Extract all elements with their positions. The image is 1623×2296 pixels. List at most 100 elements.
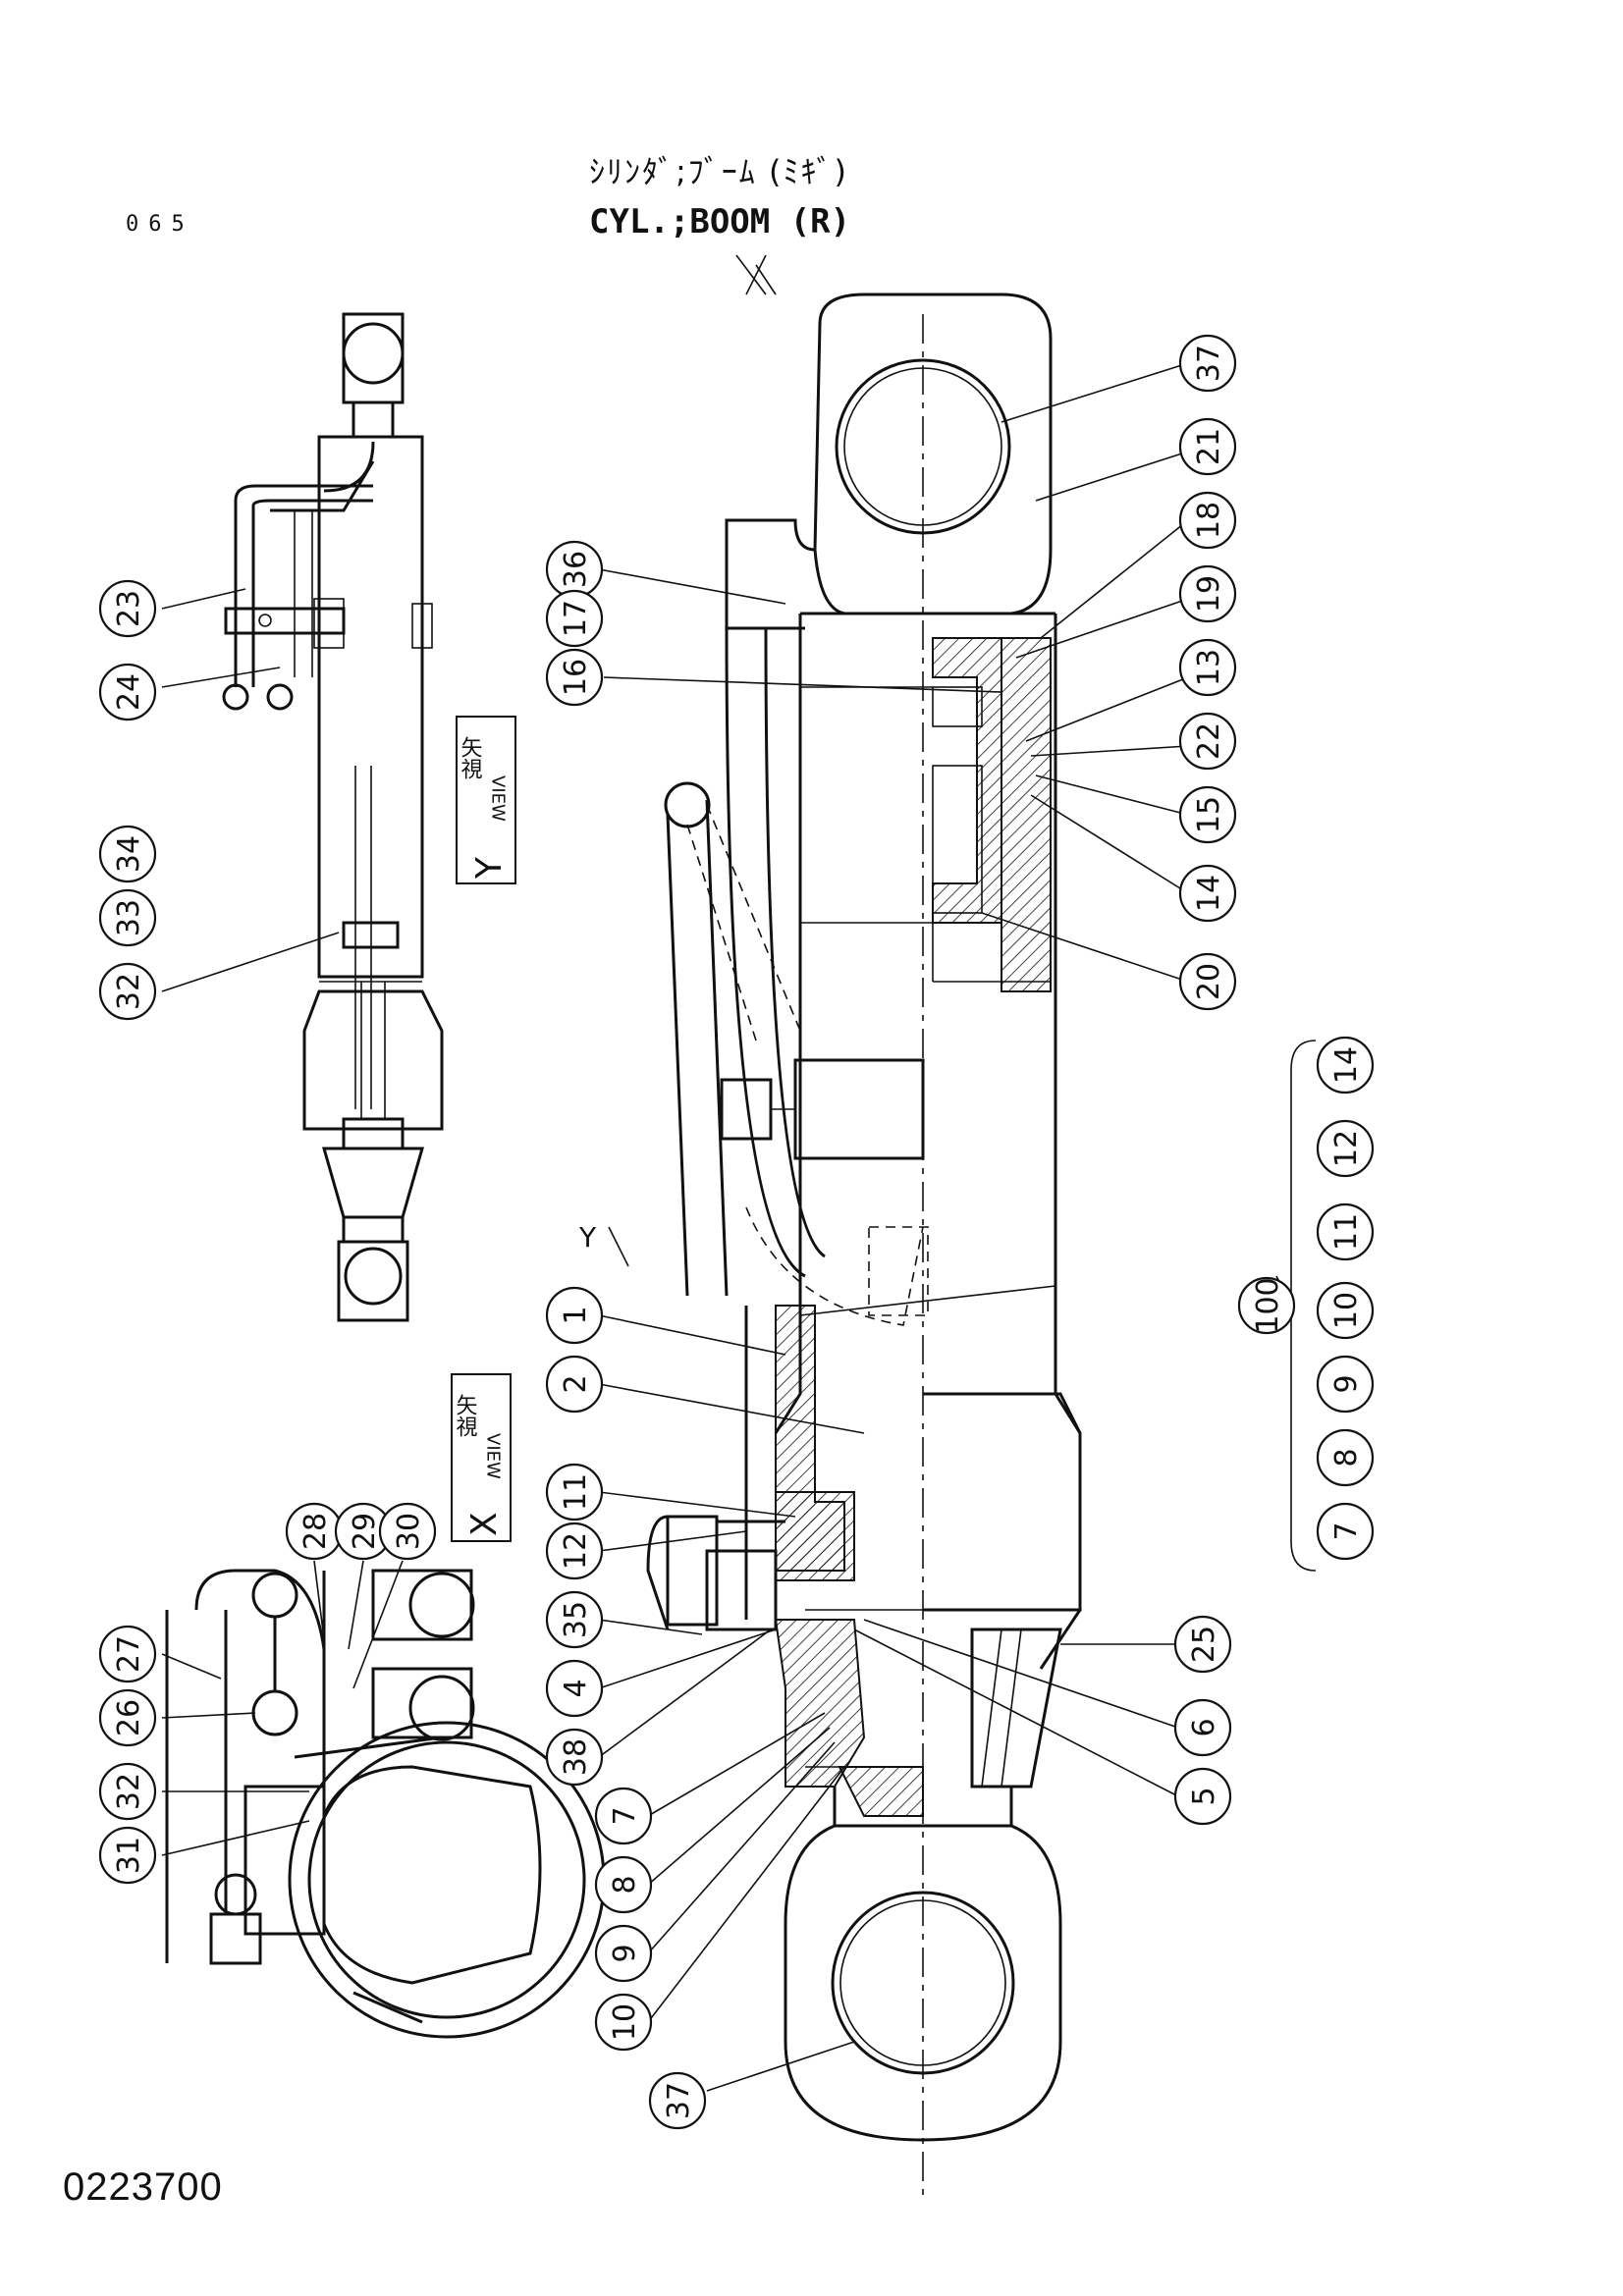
callout-12: 12 — [545, 1522, 604, 1580]
svg-text:9: 9 — [608, 1944, 642, 1962]
svg-text:36: 36 — [559, 551, 593, 588]
view-x-label-box — [451, 1373, 512, 1542]
view-y-letter: Y — [469, 856, 510, 880]
svg-text:9: 9 — [1329, 1374, 1364, 1393]
callout-37-bottom: 37 — [648, 2071, 707, 2130]
view-y-label-box — [456, 716, 516, 884]
callout-8: 8 — [594, 1855, 653, 1914]
svg-text:11: 11 — [1329, 1213, 1364, 1251]
svg-text:17: 17 — [559, 600, 593, 637]
callout-17: 17 — [545, 589, 604, 648]
svg-text:30: 30 — [392, 1513, 426, 1550]
view-x-jp: 矢視 — [453, 1394, 478, 1437]
callout-5: 5 — [1173, 1767, 1232, 1826]
kit-part-9: 9 — [1316, 1355, 1375, 1414]
svg-text:8: 8 — [608, 1875, 642, 1894]
svg-text:32: 32 — [112, 1773, 146, 1810]
svg-text:7: 7 — [1329, 1522, 1364, 1540]
callout-4: 4 — [545, 1659, 604, 1718]
svg-text:28: 28 — [298, 1513, 333, 1550]
svg-text:8: 8 — [1329, 1448, 1364, 1467]
svg-text:37: 37 — [662, 2082, 696, 2119]
view-y-drawing: 矢視 VIEW Y — [222, 312, 516, 1322]
svg-text:38: 38 — [559, 1738, 593, 1776]
title-english: CYL.;BOOM (R) — [589, 202, 851, 241]
svg-text:7: 7 — [608, 1806, 642, 1825]
svg-text:25: 25 — [1187, 1626, 1221, 1663]
svg-text:21: 21 — [1192, 428, 1226, 465]
callout-7: 7 — [594, 1787, 653, 1845]
callout-9: 9 — [594, 1924, 653, 1983]
callout-29: 29 — [334, 1502, 393, 1561]
callout-31: 31 — [98, 1826, 157, 1885]
svg-text:6: 6 — [1187, 1718, 1221, 1736]
svg-text:33: 33 — [112, 899, 146, 936]
callout-22: 22 — [1178, 712, 1237, 771]
svg-text:24: 24 — [112, 673, 146, 711]
svg-text:16: 16 — [559, 659, 593, 696]
callout-24: 24 — [98, 663, 157, 721]
svg-text:14: 14 — [1329, 1046, 1364, 1084]
callout-35: 35 — [545, 1590, 604, 1649]
view-y-jp: 矢視 — [458, 736, 483, 779]
svg-text:4: 4 — [559, 1679, 593, 1697]
page-number: 065 — [126, 212, 194, 237]
callout-37-top: 37 — [1178, 334, 1237, 393]
svg-text:12: 12 — [1329, 1130, 1364, 1167]
svg-text:31: 31 — [112, 1837, 146, 1874]
callout-36: 36 — [545, 540, 604, 599]
leader-lines — [161, 362, 1317, 2092]
callout-32-bottom: 32 — [98, 1762, 157, 1821]
svg-text:11: 11 — [559, 1473, 593, 1511]
kit-part-11: 11 — [1316, 1202, 1375, 1261]
callout-23: 23 — [98, 579, 157, 638]
svg-text:34: 34 — [112, 835, 146, 873]
callout-14: 14 — [1178, 864, 1237, 923]
view-x-drawing: 矢視 VIEW X — [165, 1373, 606, 2039]
drawing-number: 0223700 — [63, 2165, 223, 2209]
svg-text:15: 15 — [1192, 796, 1226, 833]
svg-text:19: 19 — [1192, 575, 1226, 613]
view-x-en: VIEW — [483, 1433, 504, 1479]
svg-text:27: 27 — [112, 1635, 146, 1673]
svg-text:26: 26 — [112, 1699, 146, 1736]
svg-text:23: 23 — [112, 590, 146, 627]
svg-text:14: 14 — [1192, 875, 1226, 912]
callout-30: 30 — [378, 1502, 437, 1561]
callout-32-top: 32 — [98, 962, 157, 1021]
callout-15: 15 — [1178, 785, 1237, 844]
callout-38: 38 — [545, 1728, 604, 1787]
callout-1: 1 — [545, 1286, 604, 1345]
callout-11: 11 — [545, 1463, 604, 1522]
svg-text:22: 22 — [1192, 722, 1226, 760]
kit-part-8: 8 — [1316, 1428, 1375, 1487]
callout-34: 34 — [98, 825, 157, 883]
kit-part-7: 7 — [1316, 1502, 1375, 1561]
svg-text:12: 12 — [559, 1532, 593, 1570]
svg-text:35: 35 — [559, 1601, 593, 1638]
svg-text:20: 20 — [1192, 963, 1226, 1000]
callout-2: 2 — [545, 1355, 604, 1414]
kit-part-14: 14 — [1316, 1036, 1375, 1095]
callout-28: 28 — [285, 1502, 344, 1561]
title-japanese: ｼﾘﾝﾀﾞ;ﾌﾞｰﾑ (ﾐｷﾞ) — [589, 153, 848, 190]
callout-27: 27 — [98, 1625, 157, 1683]
callout-33: 33 — [98, 888, 157, 947]
svg-text:100: 100 — [1251, 1277, 1285, 1333]
callout-26: 26 — [98, 1688, 157, 1747]
callout-20: 20 — [1178, 952, 1237, 1011]
callout-21: 21 — [1178, 417, 1237, 476]
y-marker: Y — [578, 1221, 597, 1254]
svg-text:32: 32 — [112, 973, 146, 1010]
kit-part-10: 10 — [1316, 1281, 1375, 1340]
svg-text:10: 10 — [1329, 1292, 1364, 1329]
callout-6: 6 — [1173, 1698, 1232, 1757]
callout-kit-100: 100 — [1237, 1276, 1296, 1335]
callout-balloons: 37 21 18 19 13 22 15 14 20 36 17 16 23 2… — [98, 334, 1375, 2130]
svg-text:10: 10 — [608, 2003, 642, 2041]
callout-10: 10 — [594, 1993, 653, 2052]
svg-text:1: 1 — [559, 1306, 593, 1324]
callout-18: 18 — [1178, 491, 1237, 550]
callout-25: 25 — [1173, 1615, 1232, 1674]
callout-19: 19 — [1178, 564, 1237, 623]
